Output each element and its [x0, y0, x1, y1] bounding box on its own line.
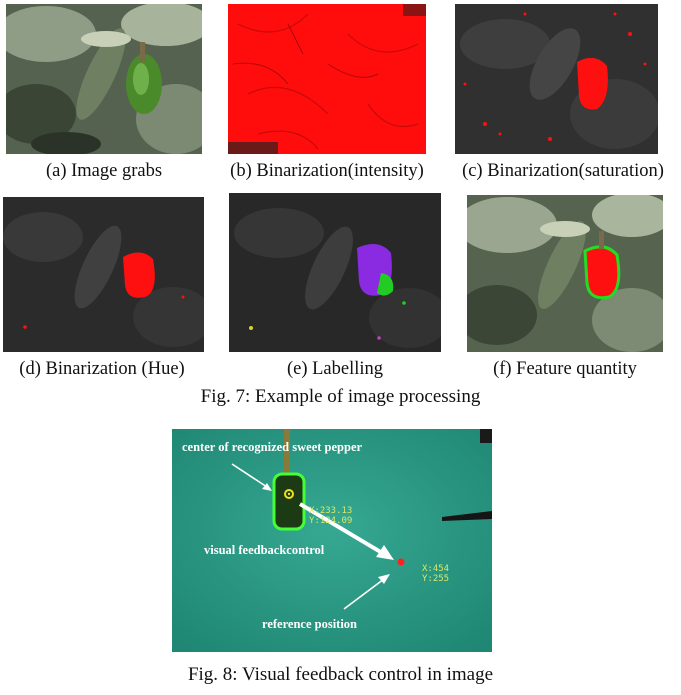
coord-reference-x: X:454 — [422, 564, 450, 574]
caption-c: (c) Binarization(saturation) — [462, 161, 664, 181]
caption-b: (b) Binarization(intensity) — [230, 161, 424, 181]
annotation-feedback: visual feedbackcontrol — [204, 543, 325, 557]
annotation-reference: reference position — [262, 617, 358, 631]
panel-c-binarization-saturation — [455, 4, 658, 154]
caption-a: (a) Image grabs — [45, 161, 163, 181]
figure-8-caption: Fig. 8: Visual feedback control in image — [187, 664, 494, 685]
fig8-visual-feedback-image — [172, 429, 492, 652]
annotation-center: center of recognized sweet pepper — [182, 440, 363, 454]
panel-b-binarization-intensity — [228, 4, 426, 154]
caption-f: (f) Feature quantity — [493, 359, 637, 379]
caption-d: (d) Binarization (Hue) — [19, 359, 185, 379]
panel-e-labelling — [229, 193, 441, 352]
panel-d-binarization-hue — [3, 197, 204, 352]
figure-7-caption: Fig. 7: Example of image processing — [200, 386, 481, 407]
coord-center-x: X:233.13 — [309, 506, 353, 516]
panel-f-feature-quantity — [467, 195, 663, 352]
caption-e: (e) Labelling — [286, 359, 384, 379]
coord-center-y: Y:124.09 — [309, 516, 353, 526]
panel-a-image-grabs — [6, 4, 202, 154]
coord-reference-y: Y:255 — [422, 574, 450, 584]
